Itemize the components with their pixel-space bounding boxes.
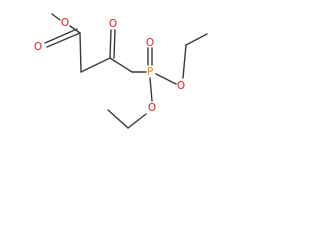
atom-labels: O O O P O O O <box>34 17 185 114</box>
atom-o-phosphoryl: O <box>146 37 154 49</box>
bond-p-o-ethoxy-bottom <box>149 77 153 102</box>
atom-p-phosphonate: P <box>147 66 153 78</box>
bond-ester-carbon-ch2 <box>79 32 82 73</box>
atom-o-ethoxy-bottom: O <box>148 102 156 114</box>
atom-o-ester-carbonyl: O <box>34 41 42 53</box>
bond-o-ethyl-right-a <box>182 44 187 79</box>
bond-ch2-ketone-carbon <box>80 57 111 73</box>
atom-o-ethoxy-right: O <box>177 80 185 92</box>
bonds <box>44 13 208 129</box>
bond-ester-carbonyl-double-a <box>46 32 81 48</box>
bond-o-ethyl-bottom-a <box>127 113 147 129</box>
structure-diagram: O O O P O O O <box>34 13 208 129</box>
bond-p-o-ethoxy-right <box>155 73 177 85</box>
bond-ethyl-bottom-b <box>107 109 129 129</box>
bond-ketone-carbon-ch2 <box>109 57 133 73</box>
bond-ketone-double-b <box>113 29 116 59</box>
atom-o-ester-single: O <box>61 17 69 29</box>
bond-ethyl-right-b <box>185 33 208 46</box>
bond-methyl-o <box>51 13 61 21</box>
bond-ketone-double-a <box>109 29 112 59</box>
bond-ester-carbonyl-double-b <box>44 28 78 44</box>
atom-o-ketone: O <box>109 18 117 30</box>
